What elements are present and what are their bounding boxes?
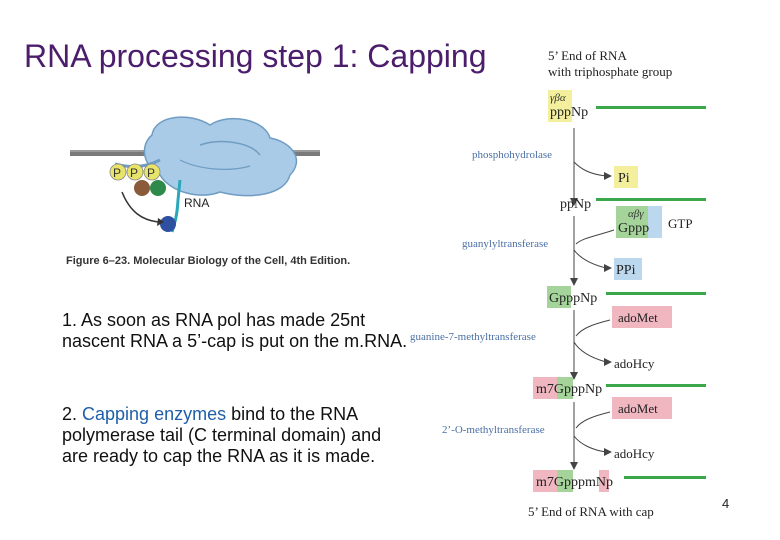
enzyme-guanylyltransferase: guanylyltransferase [462,238,548,250]
triphosphate-label: with triphosphate group [548,64,672,79]
five-prime-end-label: 5’ End of RNA [548,48,627,63]
rna-strand-line-2 [596,198,706,201]
admet1-highlight [612,306,672,328]
ppi-highlight [614,258,642,280]
enzyme-phosphohydrolase: phosphohydrolase [472,149,552,161]
m7gpppnp-label: m7GpppNp [536,382,602,397]
pi-label: Pi [618,171,630,186]
pppnp-highlight [548,90,572,122]
phosphate-label-3: P [147,166,155,180]
rna-label: RNA [184,196,209,210]
point-1: 1. As soon as RNA pol has made 25nt nasc… [62,310,408,351]
admet1-label: adoMet [618,310,658,325]
rna-strand-line-5 [624,476,706,479]
greek-top-label: γβα [550,92,566,104]
gppp-highlight [616,206,648,238]
enzyme-2-o-methyltransferase: 2’-O-methyltransferase [442,424,545,436]
enzyme-guanine-7-methyltransferase: guanine-7-methyltransferase [410,331,536,343]
rna-polymerase-shape [143,116,298,197]
m7-highlight-2-pink2 [599,470,609,492]
ppnp-label: ppNp [560,197,591,212]
admet2-label: adoMet [618,401,658,416]
adohcy1-label: adoHcy [614,356,655,371]
point-2-rest: bind to the RNA polymerase tail (C termi… [62,404,382,466]
point-2-text: 2. Capping enzymes bind to the RNA polym… [62,404,402,467]
curved-arrow-icon [121,191,159,223]
gppp-label: Gppp [618,221,649,236]
gpppnp-label: GpppNp [549,291,597,306]
rna-strand-line-1 [596,106,706,109]
rna-strand-line-3 [606,292,706,295]
slide-title: RNA processing step 1: Capping [24,38,487,74]
gtp-label: GTP [668,216,693,231]
phosphate-group: P P P [109,163,161,181]
admet2-highlight [612,397,672,419]
phosphate-label-1: P [113,166,121,180]
five-prime-cap-label: 5’ End of RNA with cap [528,504,654,519]
capping-enzymes-highlight: Capping enzymes [82,404,227,424]
m7-highlight-1-pink [533,377,557,399]
point-1-text: 1. As soon as RNA pol has made 25nt nasc… [62,310,412,352]
capping-enzyme-green [150,180,166,196]
pi-highlight [614,166,638,188]
phosphate-label-2: P [130,166,138,180]
rna-strand-line-4 [606,384,706,387]
m7-highlight-2-green [557,470,573,492]
capping-enzyme-brown [134,180,150,196]
gtp-highlight-blue [648,206,662,238]
capping-enzyme-blue [160,216,176,232]
rna-polymerase-figure: P P P RNA Figure 6–23. Molecular Biology… [66,116,350,267]
ppi-label: PPi [616,263,636,278]
m7-highlight-2-pink [533,470,557,492]
greek-gtp-label: αβγ [628,208,644,220]
m7gpppmnp-label: m7GpppmNp [536,475,613,490]
figure-caption: Figure 6–23. Molecular Biology of the Ce… [66,255,350,267]
adohcy2-label: adoHcy [614,446,655,461]
capping-pathway-diagram: 5’ End of RNA with triphosphate group γβ… [410,48,706,519]
pppnp-label: pppNp [550,105,588,120]
page-number: 4 [722,496,730,511]
point-2-prefix: 2. [62,404,83,424]
gpppnp-highlight [547,286,571,308]
m7-highlight-1-green [557,377,573,399]
